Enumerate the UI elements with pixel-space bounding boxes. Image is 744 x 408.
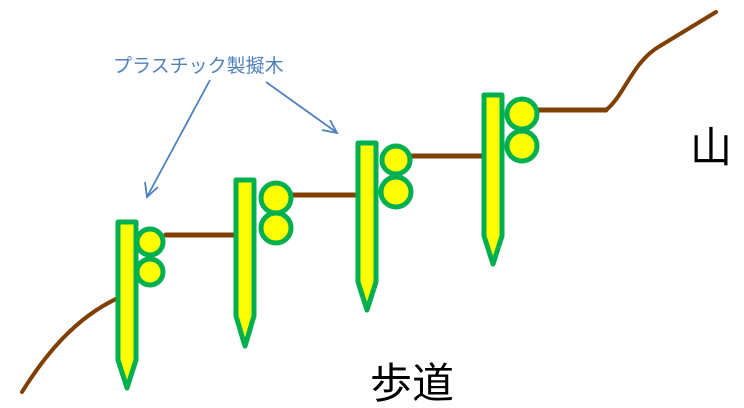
path-label: 歩道: [370, 359, 454, 408]
stake-body: [115, 219, 139, 391]
stake-knob-top: [134, 226, 166, 258]
callout-label: プラスチック製擬木: [113, 55, 284, 77]
stake-knob-bottom: [504, 128, 540, 164]
stake-body: [481, 92, 505, 267]
stake-knob-bottom: [258, 210, 294, 246]
arrow-to-stake-3: [265, 81, 337, 133]
stake-knob-bottom: [134, 256, 166, 288]
stake-knob-bottom: [378, 174, 414, 210]
stake-post-4: [481, 92, 540, 267]
stake-knob-top: [379, 143, 413, 177]
arrow-to-stake-3-head: [321, 119, 339, 135]
stake-post-3: [355, 140, 414, 313]
stake-post-2: [233, 177, 294, 349]
callout-arrows: [144, 79, 339, 199]
stake-knob-top: [504, 96, 540, 132]
ground-line-upper: [604, 10, 718, 112]
ground-line-lower: [20, 296, 120, 394]
stake-post-1: [115, 219, 166, 391]
arrow-to-stake-1-head: [144, 181, 159, 199]
mountain-label: 山: [690, 123, 732, 172]
stake-knob-top: [258, 180, 294, 216]
arrow-to-stake-1: [147, 79, 211, 196]
stake-body: [233, 177, 257, 349]
stake-body: [355, 140, 379, 313]
